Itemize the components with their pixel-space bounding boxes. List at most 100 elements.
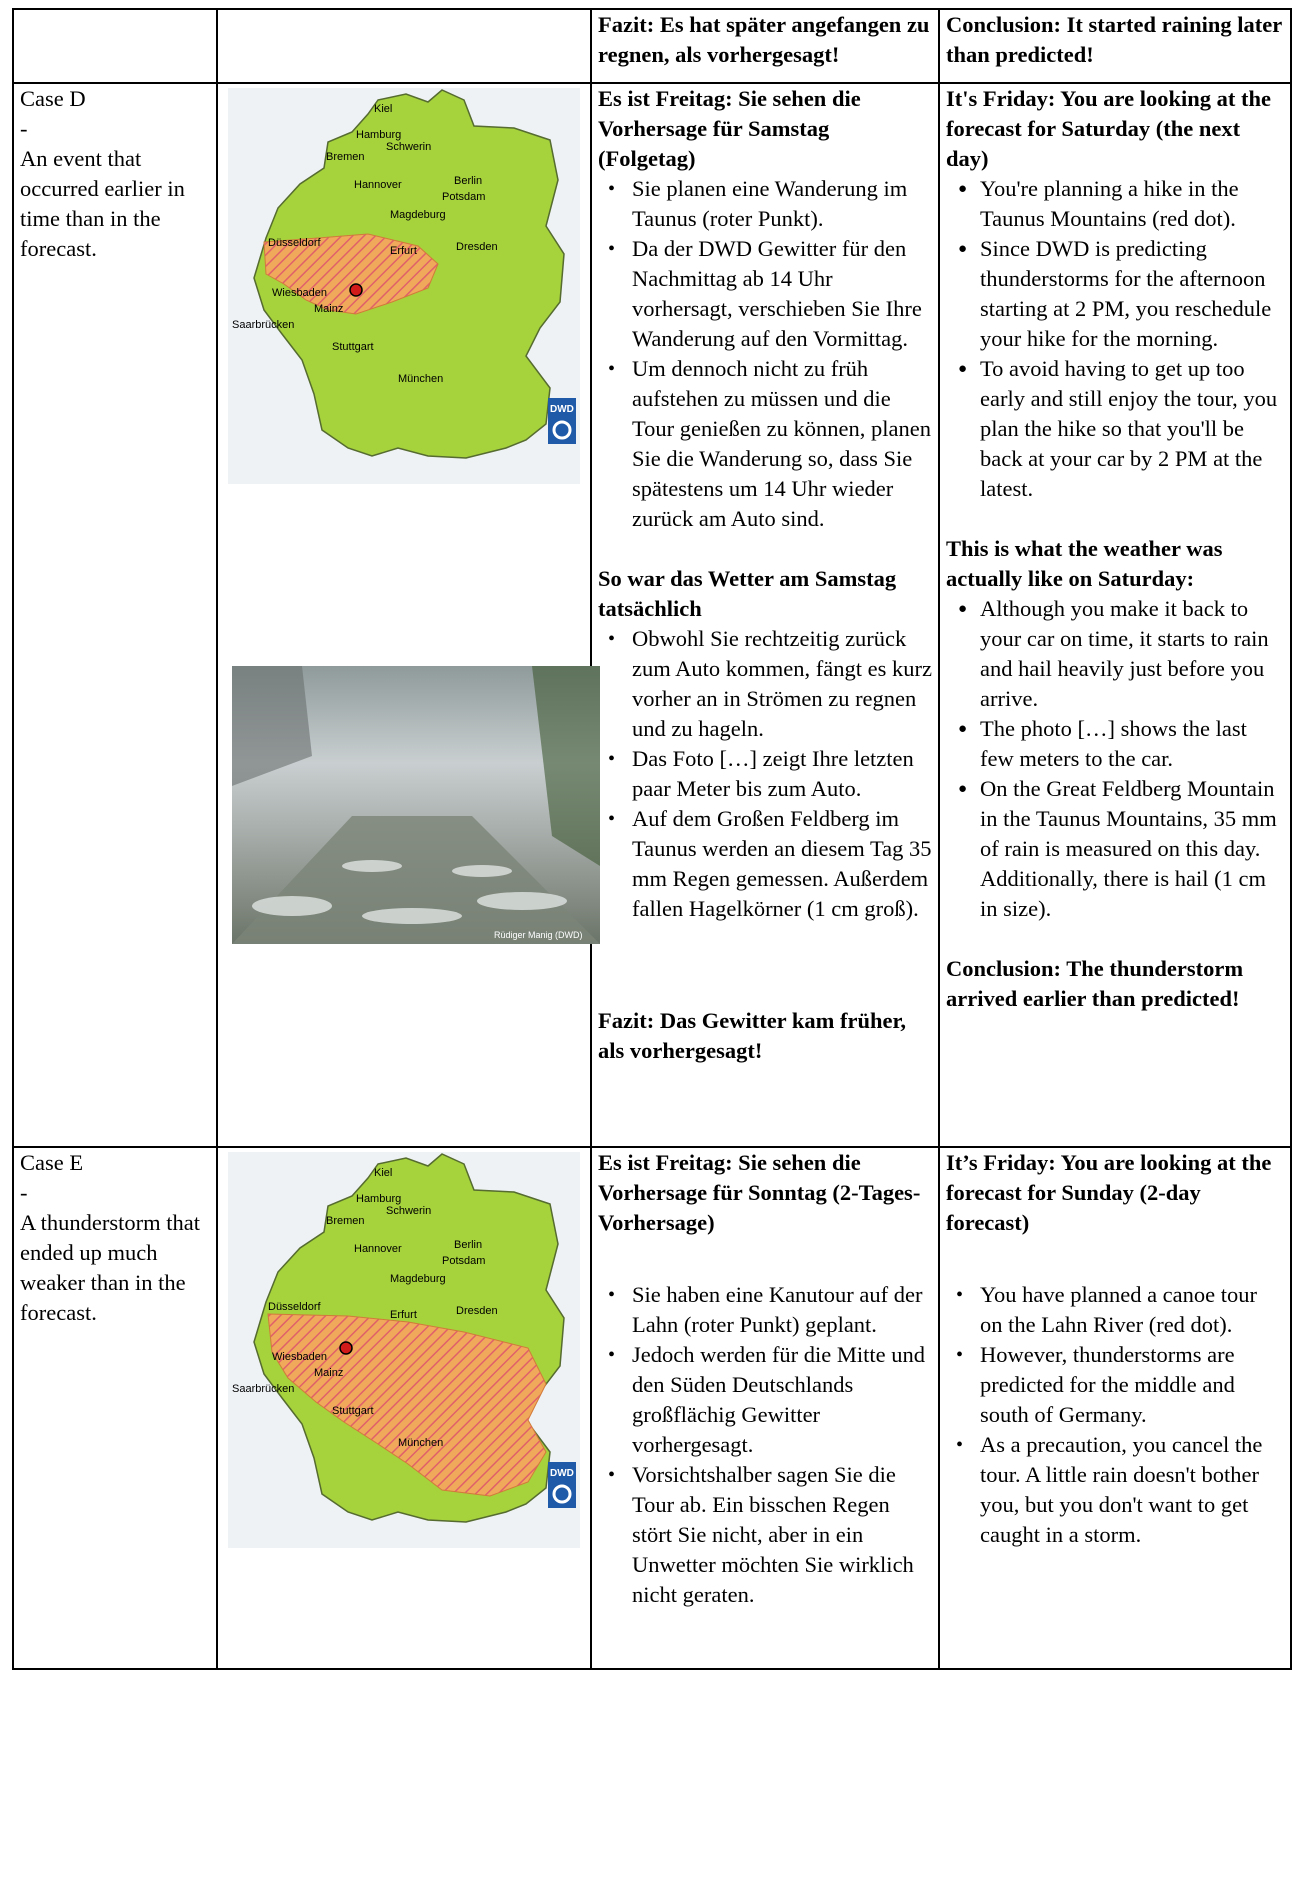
en-list: You have planned a canoe tour on the Lah… (946, 1280, 1284, 1550)
de-actual-heading: So war das Wetter am Samstag tatsächlich (598, 566, 897, 621)
city-label: Berlin (454, 1239, 482, 1251)
list-item: The photo […] shows the last few meters … (958, 714, 1284, 774)
city-label: Wiesbaden (272, 287, 327, 299)
en-heading: It’s Friday: You are looking at the fore… (946, 1150, 1272, 1235)
en-heading: It's Friday: You are looking at the fore… (946, 86, 1272, 171)
city-label: Dresden (456, 1305, 498, 1317)
dwd-logo-text: DWD (550, 1468, 574, 1479)
list-item: However, thunderstorms are predicted for… (956, 1340, 1284, 1430)
city-label: Wiesbaden (272, 1351, 327, 1363)
case-dash: - (20, 1180, 28, 1205)
city-label: Schwerin (386, 141, 431, 153)
list-item: Das Foto […] zeigt Ihre letzten paar Met… (608, 744, 932, 804)
city-labels: Kiel Hamburg Schwerin Bremen Hannover Be… (232, 1167, 498, 1449)
list-item: You have planned a canoe tour on the Lah… (956, 1280, 1284, 1340)
cell-images: Kiel Hamburg Schwerin Bremen Hannover Be… (216, 82, 600, 1148)
city-label: Potsdam (442, 1255, 485, 1267)
city-label: Saarbrücken (232, 319, 294, 331)
cell-case-label: Case E - A thunderstorm that ended up mu… (12, 1146, 218, 1670)
red-dot-location (339, 1341, 353, 1355)
city-label: Mainz (314, 303, 343, 315)
en-conclusion: Conclusion: The thunderstorm arrived ear… (946, 956, 1244, 1011)
forecast-map-sunday: Kiel Hamburg Schwerin Bremen Hannover Be… (228, 1152, 580, 1548)
city-label: Stuttgart (332, 1405, 374, 1417)
city-label: Kiel (374, 103, 392, 115)
case-description: An event that occurred earlier in time t… (20, 146, 185, 261)
photo-credit: Rüdiger Manig (DWD) (494, 930, 583, 940)
city-label: Magdeburg (390, 209, 446, 221)
list-item: Sie haben eine Kanutour auf der Lahn (ro… (608, 1280, 932, 1340)
list-item: Da der DWD Gewitter für den Nachmittag a… (608, 234, 932, 354)
city-label: Dresden (456, 241, 498, 253)
red-dot-location (349, 283, 363, 297)
en-actual-heading: This is what the weather was actually li… (946, 536, 1223, 591)
list-item: Obwohl Sie rechtzeitig zurück zum Auto k… (608, 624, 932, 744)
city-label: Berlin (454, 175, 482, 187)
cell-images: Kiel Hamburg Schwerin Bremen Hannover Be… (216, 1146, 592, 1670)
en-conclusion: Conclusion: It started raining later tha… (946, 12, 1282, 67)
de-actual-list: Obwohl Sie rechtzeitig zurück zum Auto k… (598, 624, 932, 924)
city-label: Stuttgart (332, 341, 374, 353)
city-label: Mainz (314, 1367, 343, 1379)
list-item: Auf dem Großen Feldberg im Taunus werden… (608, 804, 932, 924)
city-label: München (398, 1437, 443, 1449)
city-label: Hannover (354, 1243, 402, 1255)
cell-en-conclusion: Conclusion: It started raining later tha… (938, 8, 1292, 84)
table-row-case-e: Case E - A thunderstorm that ended up mu… (12, 1146, 1292, 1670)
case-description: A thunderstorm that ended up much weaker… (20, 1210, 200, 1325)
case-title: Case E (20, 1150, 84, 1175)
forecast-map-saturday: Kiel Hamburg Schwerin Bremen Hannover Be… (228, 88, 580, 484)
city-label: Bremen (326, 1215, 365, 1227)
list-item: Vorsichtshalber sagen Sie die Tour ab. E… (608, 1460, 932, 1610)
dwd-swirl-icon (552, 420, 572, 440)
cell-empty (12, 8, 218, 84)
hail-road-image: Rüdiger Manig (DWD) (232, 666, 600, 944)
list-item: Sie planen eine Wanderung im Taunus (rot… (608, 174, 932, 234)
de-list: Sie haben eine Kanutour auf der Lahn (ro… (598, 1280, 932, 1610)
table-row-top: Fazit: Es hat später angefangen zu regne… (12, 8, 1292, 84)
case-dash: - (20, 116, 28, 141)
list-item: On the Great Feldberg Mountain in the Ta… (958, 774, 1284, 924)
cell-empty (216, 8, 592, 84)
cell-case-label: Case D - An event that occurred earlier … (12, 82, 218, 1148)
city-label: München (398, 373, 443, 385)
dwd-swirl-icon (552, 1484, 572, 1504)
case-title: Case D (20, 86, 86, 111)
list-item: Although you make it back to your car on… (958, 594, 1284, 714)
city-label: Potsdam (442, 191, 485, 203)
list-item: Since DWD is predicting thunderstorms fo… (958, 234, 1284, 354)
en-list: You're planning a hike in the Taunus Mou… (946, 174, 1284, 504)
city-label: Hamburg (356, 1193, 401, 1205)
city-label: Düsseldorf (268, 1301, 322, 1313)
city-label: Düsseldorf (268, 237, 322, 249)
cell-de-text: Es ist Freitag: Sie sehen die Vorhersage… (590, 1146, 940, 1670)
city-label: Erfurt (390, 1309, 417, 1321)
list-item: Um dennoch nicht zu früh aufstehen zu mü… (608, 354, 932, 534)
city-label: Saarbrücken (232, 1383, 294, 1395)
cell-de-conclusion: Fazit: Es hat später angefangen zu regne… (590, 8, 940, 84)
warning-area (263, 233, 439, 315)
cell-en-text: It's Friday: You are looking at the fore… (938, 82, 1292, 1148)
hail-photo: Rüdiger Manig (DWD) (232, 666, 600, 944)
de-list: Sie planen eine Wanderung im Taunus (rot… (598, 174, 932, 534)
list-item: As a precaution, you cancel the tour. A … (956, 1430, 1284, 1550)
de-heading: Es ist Freitag: Sie sehen die Vorhersage… (598, 86, 861, 171)
city-labels: Kiel Hamburg Schwerin Bremen Hannover Be… (232, 103, 498, 385)
city-label: Magdeburg (390, 1273, 446, 1285)
city-label: Hamburg (356, 129, 401, 141)
de-heading: Es ist Freitag: Sie sehen die Vorhersage… (598, 1150, 921, 1235)
forecast-cases-table: Fazit: Es hat später angefangen zu regne… (12, 8, 1292, 1670)
list-item: To avoid having to get up too early and … (958, 354, 1284, 504)
city-label: Hannover (354, 179, 402, 191)
de-conclusion: Fazit: Das Gewitter kam früher, als vorh… (598, 1008, 907, 1063)
list-item: Jedoch werden für die Mitte und den Süde… (608, 1340, 932, 1460)
de-conclusion: Fazit: Es hat später angefangen zu regne… (598, 12, 930, 67)
city-label: Schwerin (386, 1205, 431, 1217)
en-actual-list: Although you make it back to your car on… (946, 594, 1284, 924)
dwd-logo-text: DWD (550, 404, 574, 415)
city-label: Erfurt (390, 245, 417, 257)
table-row-case-d: Case D - An event that occurred earlier … (12, 82, 1292, 1148)
cell-en-text: It’s Friday: You are looking at the fore… (938, 1146, 1292, 1670)
city-label: Bremen (326, 151, 365, 163)
cell-de-text: Es ist Freitag: Sie sehen die Vorhersage… (590, 82, 940, 1148)
